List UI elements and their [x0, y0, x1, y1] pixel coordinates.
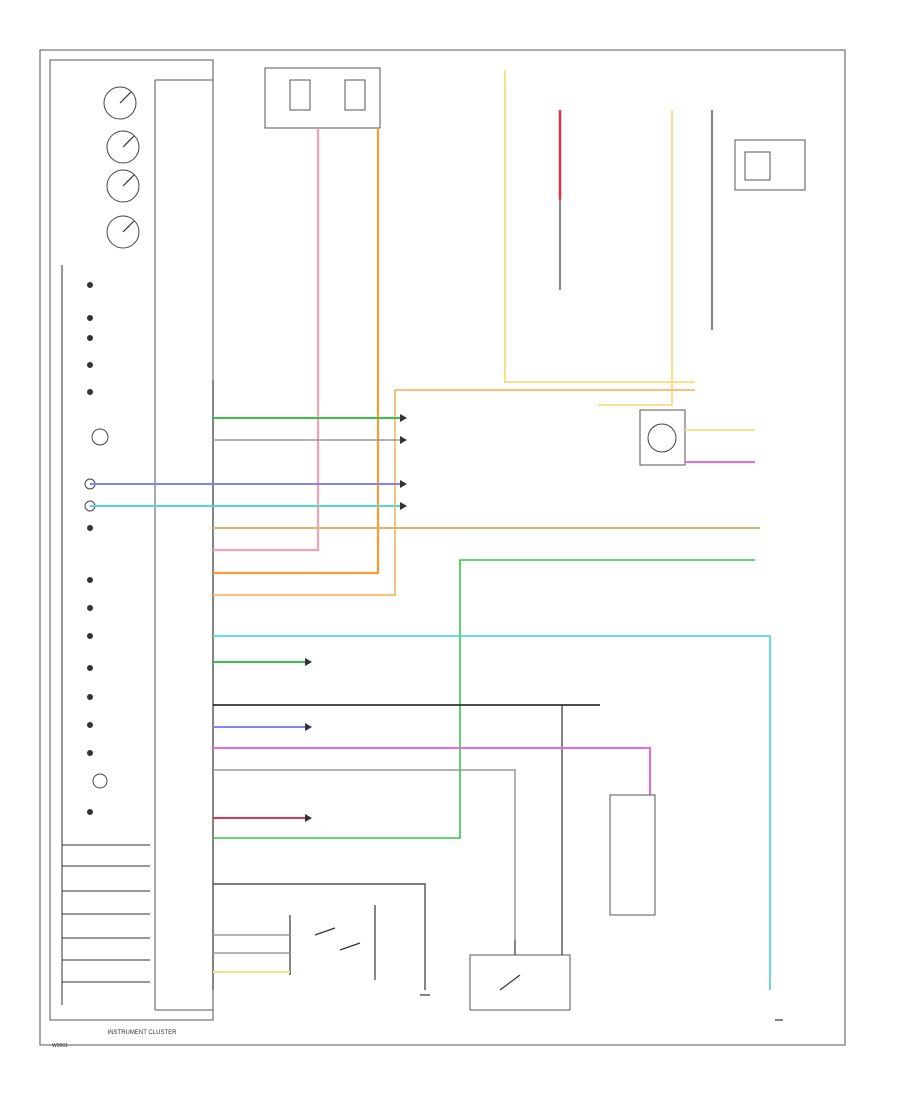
fuse-block-top: [264, 67, 381, 129]
indicator-lamps: [61, 265, 150, 1005]
ground-symbols: [420, 994, 783, 1021]
fuel-tank-unit-box: [609, 794, 656, 916]
wire-magenta-long: [213, 747, 651, 795]
diagram-border: [39, 49, 846, 1046]
footer-code: W0001: [52, 1043, 68, 1049]
wire-yellow-left: [504, 70, 695, 383]
speedometer-icon: [106, 215, 140, 249]
wire-green-long: [213, 559, 755, 839]
wire-pink: [213, 128, 320, 552]
instrument-cluster-box: [49, 59, 214, 1021]
bottom-switch: [213, 905, 376, 980]
fuel-gauge-icon: [106, 130, 140, 164]
wire-black-2: [213, 883, 426, 990]
wire-orange: [213, 128, 380, 575]
instrument-cluster-label: INSTRUMENT CLUSTER: [108, 1030, 178, 1036]
wire-gray-2: [213, 769, 516, 940]
wire-yellow-cluster: [213, 389, 695, 596]
wire-cyan-long: [213, 635, 771, 990]
speed-sensor: [639, 409, 686, 466]
right-top-components: [711, 110, 806, 330]
coolant-gauge-icon: [103, 86, 137, 120]
wire-yellow-right: [598, 110, 673, 406]
ignition-switch: [469, 940, 571, 1011]
tachometer-icon: [106, 169, 140, 203]
